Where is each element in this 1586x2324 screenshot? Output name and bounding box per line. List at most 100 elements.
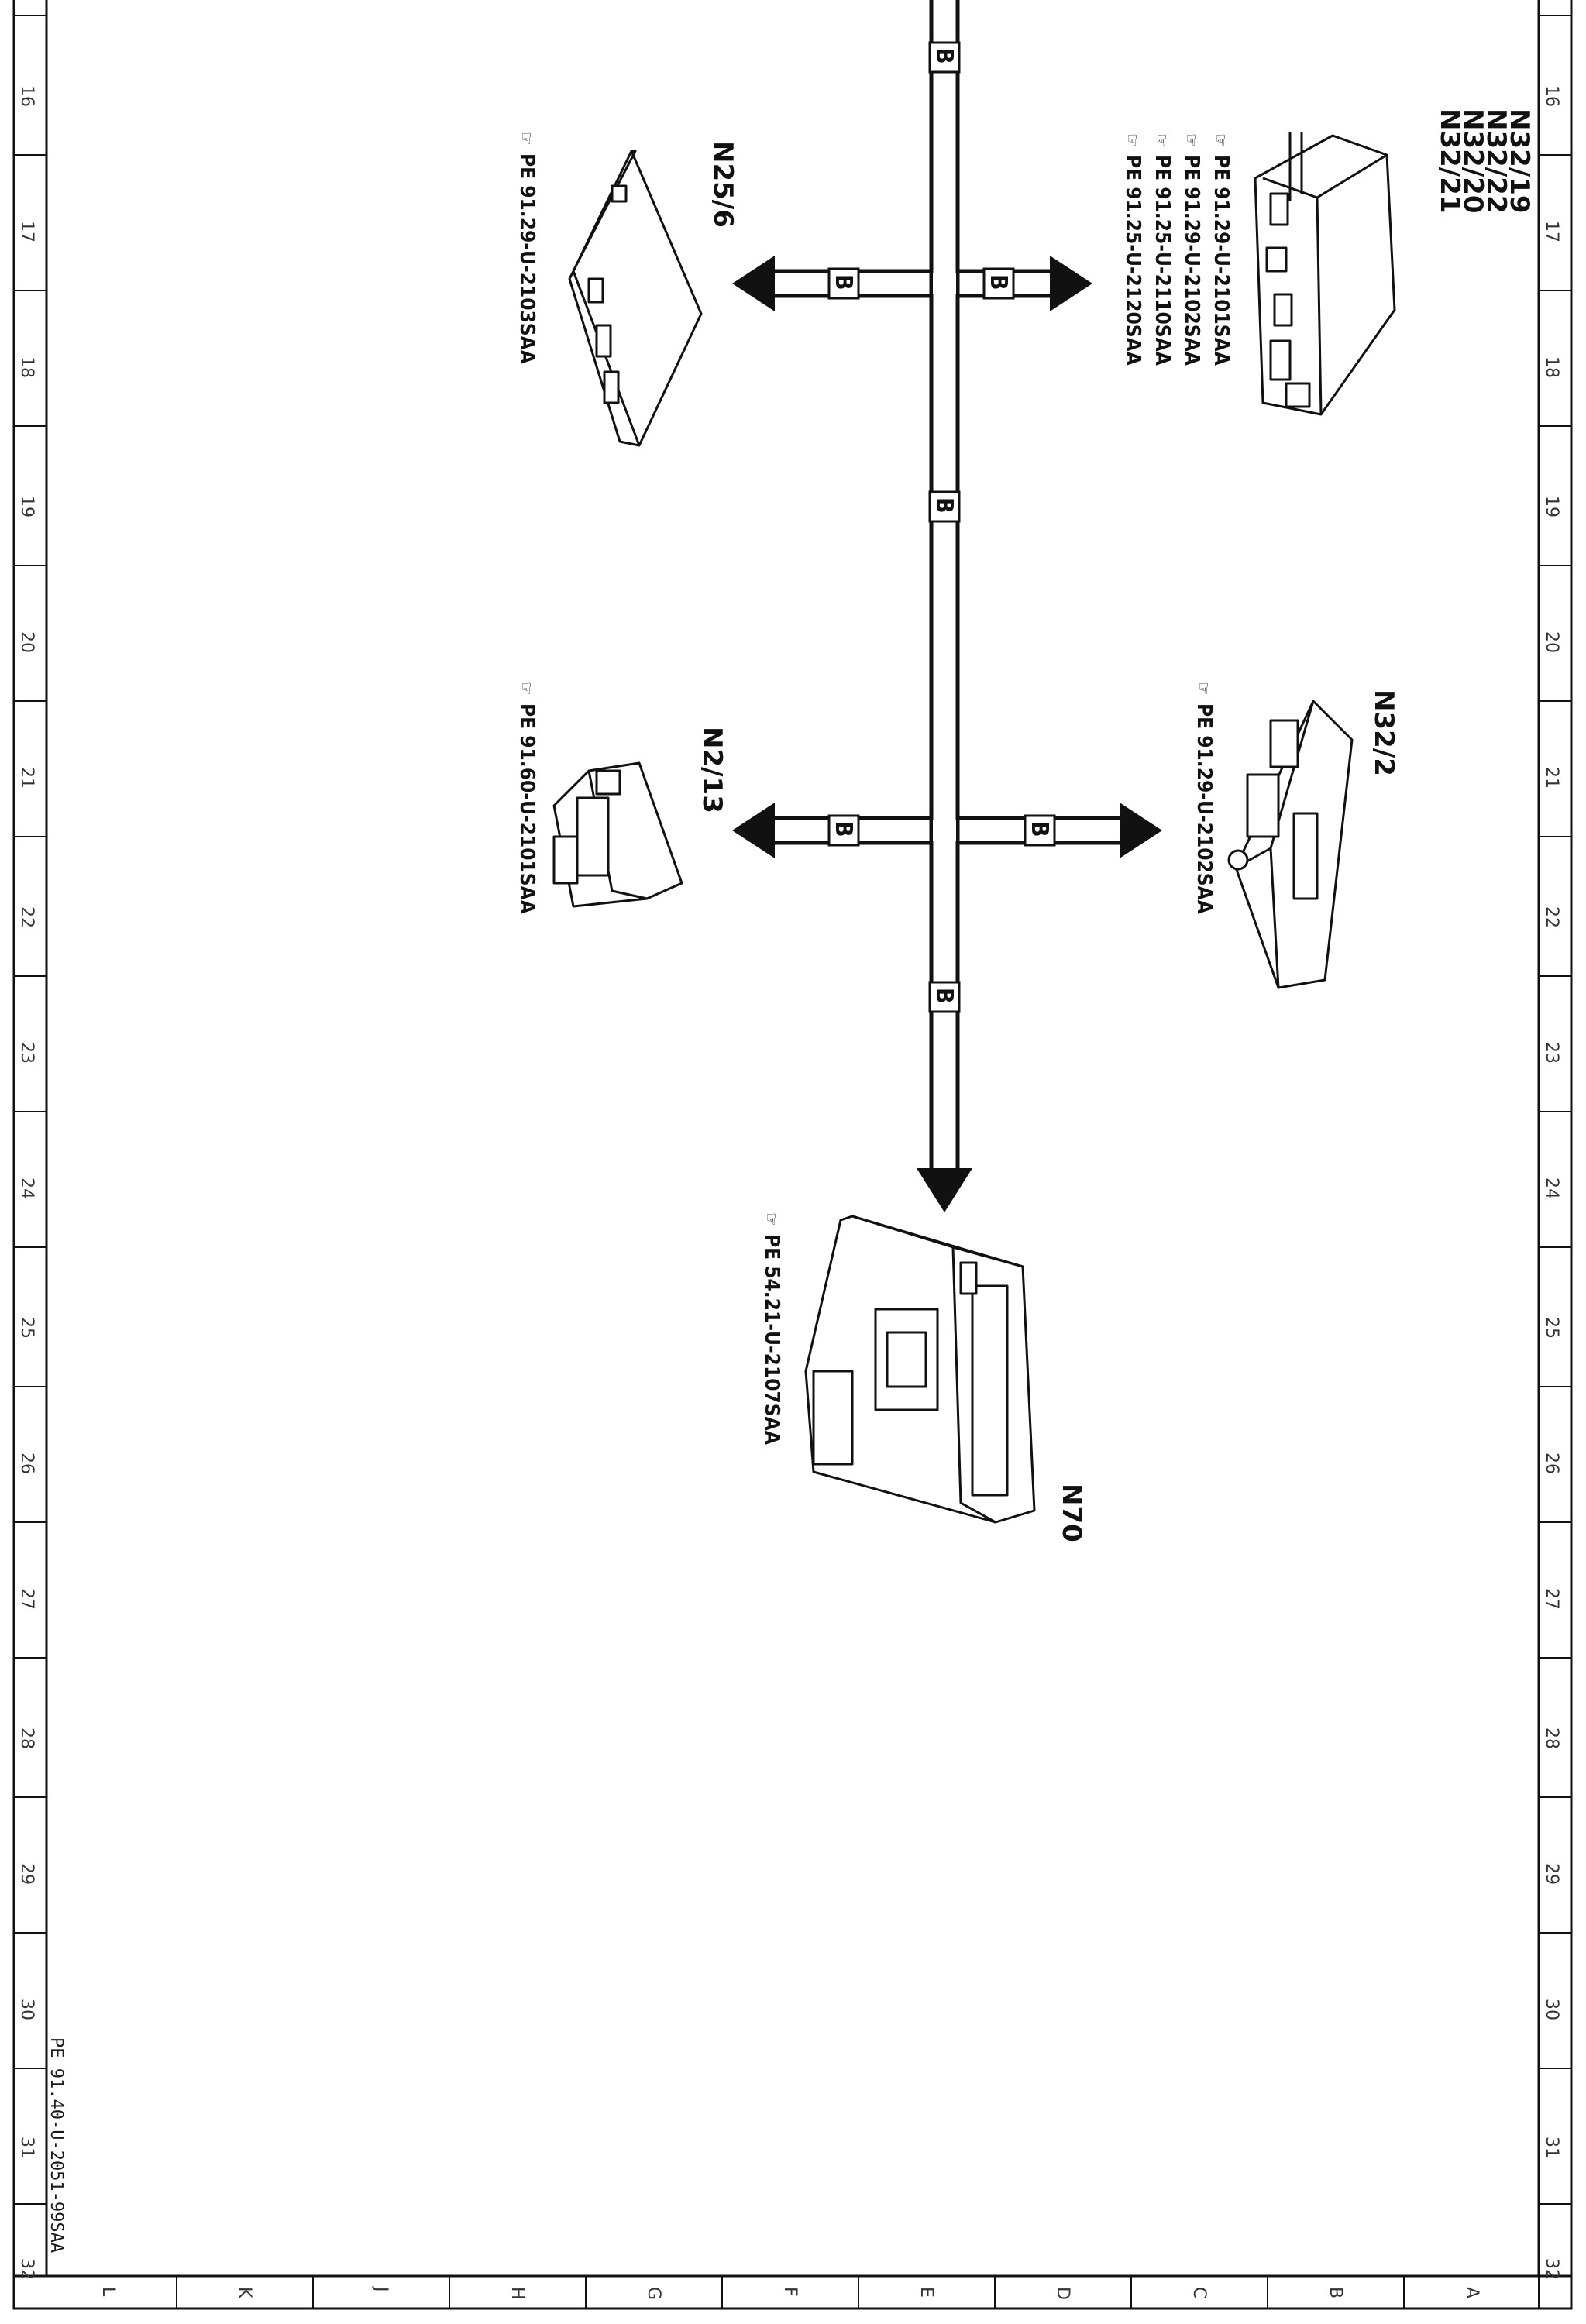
ruler-number: 31 [1542,2137,1561,2158]
bus-tag-label: B [931,48,958,64]
arrow-to-n70 [917,1168,972,1212]
ruler-number: 32 [17,2258,36,2280]
bus-tag-label: B [1026,821,1053,837]
ruler-number: 23 [1542,1042,1561,1064]
component-ref-n32-19: N32/19 [1504,108,1535,214]
component-n32-2-group[interactable]: N32/2 ☞ PE 91.29-U-2102SAA [1192,682,1399,989]
ruler-number: 27 [17,1588,36,1610]
hand-pointer-icon: ☞ [516,682,535,696]
doc-link-label: PE 91.29-U-2102SAA [1192,703,1216,914]
doc-link[interactable]: ☞ PE 91.60-U-2101SAA [515,682,538,914]
component-ref-n32-20: N32/20 [1457,108,1488,214]
ruler-number: 16 [1542,85,1561,107]
component-refs: N32/19 N32/22 N32/20 N32/21 [1434,108,1535,214]
ruler-number: 17 [1542,221,1561,242]
component-n2-13-group[interactable]: N2/13 ☞ PE 91.60-U-2101SAA [515,682,728,914]
arrow-to-n32-2 [1120,803,1162,858]
doc-link-label: PE 91.25-U-2120SAA [1121,155,1144,366]
ruler-number: 27 [1542,1588,1561,1610]
ruler-number: 28 [1542,1728,1561,1749]
doc-link[interactable]: ☞ PE 54.21-U-2107SAA [760,1212,783,1445]
doc-link-label: PE 91.29-U-2101SAA [1209,155,1233,366]
ruler-number: 16 [17,85,36,107]
ruler-number: 30 [17,1999,36,2020]
control-unit-n32-19-drawing [1254,132,1396,416]
ruler-letter: F [780,2287,800,2297]
doc-link[interactable]: ☞ PE 91.29-U-2103SAA [515,132,538,364]
hand-pointer-icon: ☞ [1122,133,1141,147]
ruler-number: 25 [1542,1317,1561,1339]
doc-link[interactable]: ☞ PE 91.29-U-2102SAA [1180,133,1203,366]
ruler-letter: A [1462,2287,1481,2298]
ruler-number: 19 [1542,496,1561,517]
bus-tag-label: B [985,274,1012,290]
ruler-number: 25 [17,1317,36,1339]
component-ref-n32-2: N32/2 [1368,689,1399,776]
hand-pointer-icon: ☞ [1193,682,1213,696]
component-ref-n32-22: N32/22 [1481,108,1512,214]
ruler-number: 18 [1542,356,1561,378]
control-unit-n25-6-drawing [568,150,703,447]
ruler-number: 20 [17,631,36,653]
doc-link[interactable]: ☞ PE 91.29-U-2102SAA [1192,682,1216,914]
ruler-letter: C [1189,2287,1209,2298]
doc-link-label: PE 91.29-U-2103SAA [515,153,538,364]
ruler-letter: H [507,2287,527,2300]
arrow-to-n32-19 [1050,256,1092,311]
bus-tag-label: B [830,274,857,290]
hand-pointer-icon: ☞ [1210,133,1230,147]
ruler-number: 18 [17,356,36,378]
ruler-number: 20 [1542,631,1561,653]
doc-link-label: PE 54.21-U-2107SAA [760,1234,783,1445]
control-unit-n70-drawing [804,1215,1036,1524]
bus-tag-label: B [931,497,958,514]
ruler-number: 17 [17,221,36,242]
document-links: ☞ PE 91.29-U-2101SAA ☞ PE 91.29-U-2102SA… [1121,133,1233,366]
ruler-number: 26 [17,1452,36,1474]
ruler-number: 28 [17,1728,36,1749]
ruler-numbers-right: 16 17 18 19 20 21 22 23 24 25 26 27 28 2… [1542,85,1561,2280]
bus-junction-masks [933,273,956,841]
drawing-frame [12,0,1573,2310]
arrow-heads [732,256,1162,1212]
component-n70-group[interactable]: N70 ☞ PE 54.21-U-2107SAA [760,1212,1087,1542]
ruler-letter: G [644,2287,663,2300]
ruler-letter: L [98,2287,118,2297]
arrow-to-n2-13 [732,803,775,858]
hand-pointer-icon: ☞ [1151,133,1171,147]
doc-link[interactable]: ☞ PE 91.25-U-2110SAA [1151,133,1174,366]
component-ref-n32-21: N32/21 [1434,108,1465,214]
control-unit-n2-13-drawing [552,761,683,908]
bus-tags: B B B B B B B [827,41,1056,1013]
ruler-number: 26 [1542,1452,1561,1474]
ruler-letter: K [235,2287,254,2298]
component-ref-n2-13: N2/13 [697,727,728,813]
ruler-numbers-left: 16 17 18 19 20 21 22 23 24 25 26 27 28 2… [17,85,36,2280]
ruler-number: 21 [17,767,36,789]
bus-tag-label: B [931,988,958,1004]
ruler-ticks [14,15,1571,2205]
component-n32-19-group[interactable]: N32/19 N32/22 N32/20 N32/21 ☞ PE 91.29-U… [1121,108,1535,416]
component-ref-n25-6: N25/6 [707,141,738,228]
doc-link-label: PE 91.29-U-2102SAA [1180,155,1203,366]
doc-link[interactable]: ☞ PE 91.29-U-2101SAA [1209,133,1233,366]
bus-tag-label: B [830,821,857,837]
hand-pointer-icon: ☞ [516,132,535,146]
ruler-number: 19 [17,496,36,517]
ruler-letter: D [1053,2287,1072,2300]
ruler-number: 23 [17,1042,36,1064]
ruler-letters-bottom: A B C D E F G H J K L [98,2285,1481,2300]
ruler-letter: B [1326,2287,1345,2298]
ruler-number: 29 [1542,1863,1561,1885]
doc-link[interactable]: ☞ PE 91.25-U-2120SAA [1121,133,1144,366]
ruler-number: 32 [1542,2258,1561,2280]
hand-pointer-icon: ☞ [1181,133,1200,147]
ruler-number: 31 [17,2137,36,2158]
doc-link-label: PE 91.60-U-2101SAA [515,703,538,914]
letter-strip-ticks [176,2276,1540,2309]
component-n25-6-group[interactable]: N25/6 ☞ PE 91.29-U-2103SAA [515,132,738,447]
ruler-number: 22 [17,906,36,928]
control-unit-n32-2-drawing [1227,700,1354,989]
ruler-number: 30 [1542,1999,1561,2020]
ruler-number: 24 [1542,1177,1561,1199]
